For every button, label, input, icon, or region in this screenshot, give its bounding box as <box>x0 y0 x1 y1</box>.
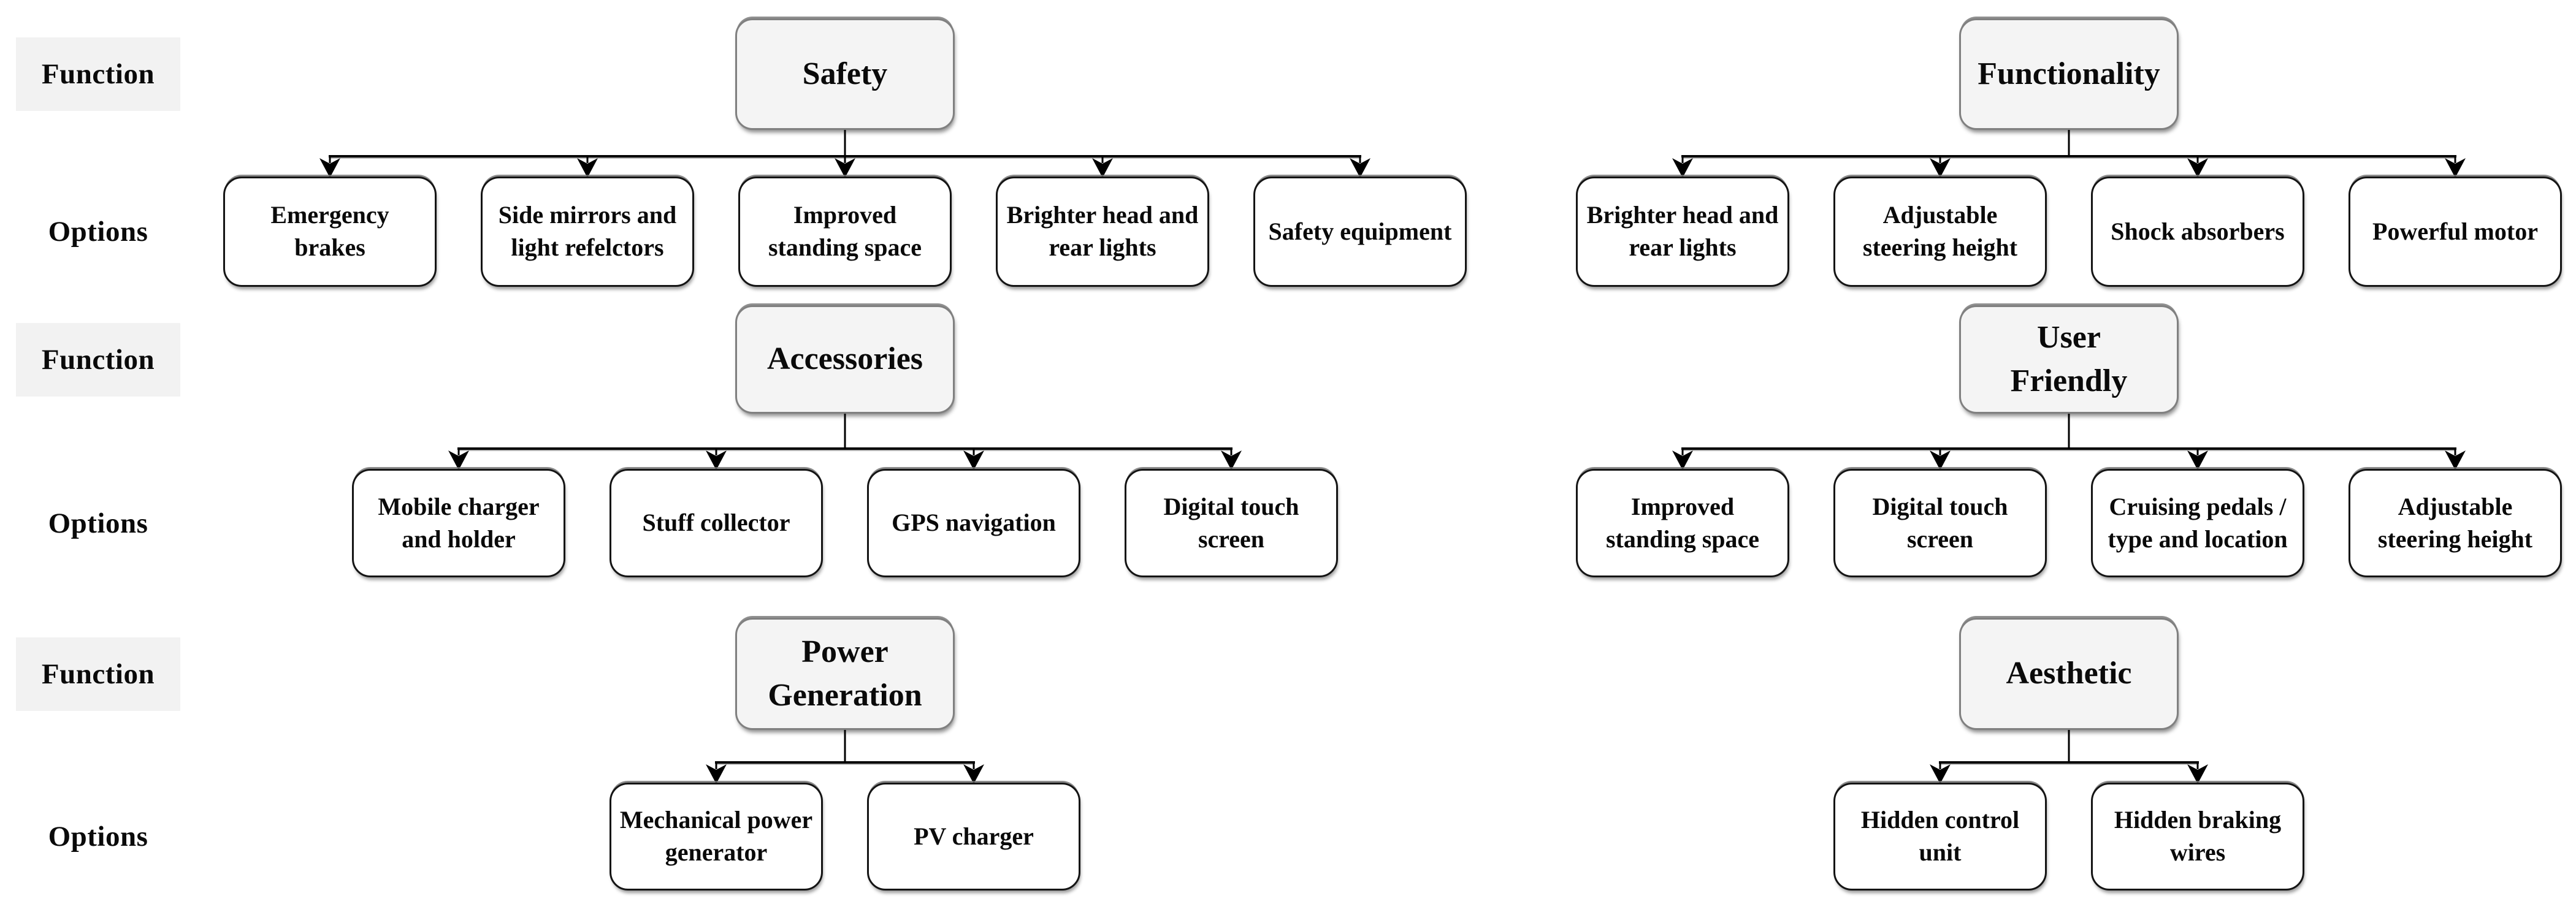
option-node: GPS navigation <box>867 469 1080 577</box>
option-node: Digital touch screen <box>1125 469 1338 577</box>
function-node: Accessories <box>735 305 955 414</box>
option-node: Safety equipment <box>1253 177 1467 287</box>
option-node: PV charger <box>867 783 1080 891</box>
option-node: Emergency brakes <box>223 177 437 287</box>
option-node: Hidden control unit <box>1833 783 2047 891</box>
option-node: Brighter head and rear lights <box>996 177 1209 287</box>
options-row-label: Options <box>48 821 148 853</box>
option-node: Adjustable steering height <box>1833 177 2047 287</box>
option-node: Cruising pedals / type and location <box>2091 469 2304 577</box>
option-node: Digital touch screen <box>1833 469 2047 577</box>
option-node: Mechanical power generator <box>610 783 823 891</box>
function-node: Functionality <box>1959 18 2179 130</box>
option-node: Improved standing space <box>1576 469 1789 577</box>
function-node: Safety <box>735 18 955 130</box>
function-row-label: Function <box>16 637 180 711</box>
options-row-label: Options <box>48 216 148 248</box>
option-node: Improved standing space <box>738 177 952 287</box>
function-node: User Friendly <box>1959 305 2179 414</box>
option-node: Adjustable steering height <box>2349 469 2562 577</box>
function-node: Power Generation <box>735 618 955 730</box>
option-node: Powerful motor <box>2349 177 2562 287</box>
option-node: Mobile charger and holder <box>352 469 565 577</box>
options-row-label: Options <box>48 507 148 539</box>
function-node: Aesthetic <box>1959 618 2179 730</box>
option-node: Hidden braking wires <box>2091 783 2304 891</box>
option-node: Side mirrors and light refelctors <box>481 177 694 287</box>
option-node: Shock absorbers <box>2091 177 2304 287</box>
option-node: Brighter head and rear lights <box>1576 177 1789 287</box>
function-row-label: Function <box>16 37 180 111</box>
function-row-label: Function <box>16 322 180 397</box>
option-node: Stuff collector <box>610 469 823 577</box>
